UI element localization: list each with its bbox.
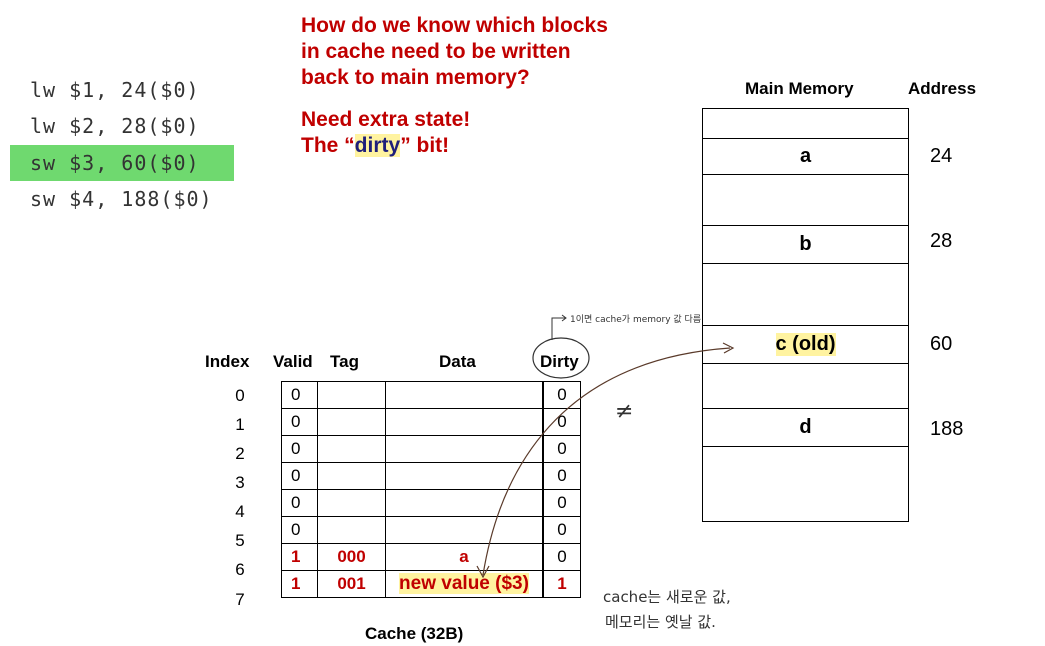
- data-cell: [385, 489, 543, 517]
- dirty-cell: 0: [543, 489, 581, 517]
- code-line-highlight: [10, 145, 234, 181]
- memory-cell-a: a: [703, 138, 908, 175]
- cache-header-valid: Valid: [273, 352, 313, 371]
- dirty-cell: 0: [543, 543, 581, 571]
- cache-index: 7: [235, 590, 245, 609]
- cache-index: 1: [235, 415, 245, 434]
- note-arrow: [551, 317, 566, 340]
- cache-index: 5: [235, 531, 245, 550]
- cache-header-dirty: Dirty: [540, 352, 579, 371]
- note-arrow-head: [561, 314, 567, 322]
- valid-cell: 1: [281, 543, 318, 571]
- answer-pre: The “: [301, 134, 355, 157]
- address-188: 188: [930, 418, 964, 440]
- code-line: sw $4, 188($0): [30, 187, 213, 211]
- cache-header-tag: Tag: [330, 352, 359, 371]
- valid-cell: 0: [281, 489, 318, 517]
- code-line-highlighted: sw $3, 60($0): [30, 151, 200, 175]
- data-cell: a: [385, 543, 543, 571]
- valid-cell: 0: [281, 381, 318, 409]
- memory-cell-label: b: [799, 233, 812, 255]
- code-line: lw $1, 24($0): [30, 78, 200, 102]
- table-row: 1 000 a 0: [281, 543, 581, 571]
- writeback-arrow-head: [722, 342, 735, 354]
- new-value-text: new value ($3): [399, 573, 529, 594]
- cache-caption: Cache (32B): [365, 624, 464, 643]
- bottom-note-2: 메모리는 옛날 값.: [605, 613, 716, 631]
- question-text: How do we know which blocks in cache nee…: [301, 13, 608, 91]
- question-line: back to main memory?: [301, 66, 530, 89]
- table-row: 0 0: [281, 381, 581, 409]
- cache-index: 6: [235, 560, 245, 579]
- table-row: 0 0: [281, 462, 581, 490]
- table-row: 0 0: [281, 516, 581, 544]
- not-equal-mark: ≠: [615, 399, 634, 424]
- dirty-cell: 0: [543, 516, 581, 544]
- address-title: Address: [908, 79, 977, 98]
- bottom-note-1: cache는 새로운 값,: [603, 588, 731, 606]
- address-28: 28: [930, 230, 953, 252]
- code-line: lw $2, 28($0): [30, 114, 200, 138]
- question-line: in cache need to be written: [301, 40, 571, 63]
- cache-index: 2: [235, 444, 245, 463]
- tag-cell: 001: [317, 570, 386, 598]
- answer-line-1: Need extra state!: [301, 108, 471, 131]
- memory-title: Main Memory: [745, 79, 854, 98]
- dirty-cell: 1: [543, 570, 581, 598]
- address-24: 24: [930, 145, 953, 167]
- tag-cell: [317, 408, 386, 436]
- main-memory: a b c (old) d: [702, 108, 909, 522]
- data-cell: [385, 435, 543, 463]
- cache-header-index: Index: [205, 352, 250, 371]
- memory-cell-label: a: [799, 145, 812, 167]
- table-row: 0 0: [281, 489, 581, 517]
- data-cell: [385, 381, 543, 409]
- writeback-arrow: [482, 347, 731, 576]
- table-row: 0 0: [281, 435, 581, 463]
- answer-post: ” bit!: [400, 134, 450, 157]
- question-line: How do we know which blocks: [301, 14, 608, 37]
- writeback-arrow-tail: [476, 565, 490, 579]
- data-cell: [385, 462, 543, 490]
- data-cell: new value ($3): [385, 570, 543, 598]
- memory-cell-label: c (old): [775, 333, 836, 356]
- table-row: 1 001 new value ($3) 1: [281, 570, 581, 598]
- answer-line-2: The “dirty” bit!: [301, 133, 470, 159]
- dirty-circle: [532, 337, 590, 379]
- cache-table: 0 0 0 0 0 0 0 0 0: [281, 381, 581, 598]
- cache-header-data: Data: [439, 352, 476, 371]
- cache-index: 0: [235, 386, 245, 405]
- valid-cell: 0: [281, 462, 318, 490]
- memory-cell-b: b: [703, 225, 908, 264]
- cache-index: 4: [235, 502, 245, 521]
- answer-text: Need extra state! The “dirty” bit!: [301, 107, 470, 159]
- address-60: 60: [930, 333, 953, 355]
- dirty-note: 1이면 cache가 memory 값 다름: [570, 315, 702, 325]
- valid-cell: 1: [281, 570, 318, 598]
- dirty-cell: 0: [543, 408, 581, 436]
- memory-cell-d: d: [703, 408, 908, 447]
- memory-cell-c: c (old): [703, 325, 908, 364]
- memory-cell-label: d: [799, 416, 812, 438]
- dirty-cell: 0: [543, 381, 581, 409]
- dirty-word: dirty: [354, 134, 401, 157]
- cache-index: 3: [235, 473, 245, 492]
